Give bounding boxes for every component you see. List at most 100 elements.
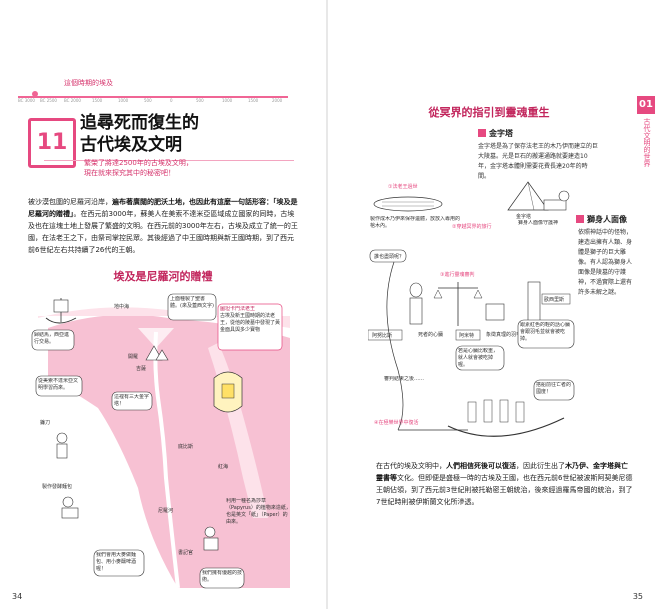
map-title: 埃及是尼羅河的贈禮	[113, 270, 213, 283]
square-bullet-icon	[478, 129, 486, 137]
label-bread: 製作發酵麵包	[42, 483, 72, 490]
osiris-figure-icon	[527, 281, 541, 323]
label-osiris: 歐西里斯	[544, 296, 564, 303]
timeline-tick: BC 3000	[18, 98, 35, 103]
bottom-text3: 文化。但即便是盛極一時的古埃及王國，也在西元前6世紀被波斯阿契美尼德王朝佔領，到…	[376, 474, 633, 506]
egypt-map: 地中海 開羅 吉薩 底比斯 尼羅河 紅海 歸結馬，西亞進行交易。 從美索	[28, 288, 300, 600]
chapter-lead-line2: 現在就來探究其中的秘密吧！	[84, 169, 175, 177]
bubble-boat: 搭船前往亡者的國度！	[533, 379, 575, 401]
body-p2: 。在西元前3000年，蘇美人在美索不達米亞區域成立國家的同時，古埃及也在這塊土地…	[28, 210, 298, 254]
timeline-tick: BC 2500	[40, 98, 57, 103]
pyramid-text: 金字塔是為了保存法老王的木乃伊而建立的巨大陵墓。光是巨石的搬運通路就要建造10年…	[478, 143, 599, 180]
label-ammit-box: 阿米特	[455, 329, 481, 341]
pyramid-label: 金字塔	[516, 213, 531, 220]
nile-river	[153, 331, 180, 589]
page-number-right: 35	[632, 592, 643, 601]
anubis-figure-icon	[409, 282, 423, 325]
body-p1: 被沙漠包圍的尼羅河沿岸，	[28, 198, 112, 206]
bubble-delta-note: 上面種製了聖書體。(來及蓋西文字)	[167, 293, 217, 321]
label-feather: 象徵真理的羽毛	[486, 331, 521, 338]
bubble-trade-text: 歸結馬，西亞進行交易。	[34, 332, 70, 345]
bubble-mesopotamia: 從美索不達米亞文明學習而來。	[35, 375, 83, 397]
label-heart: 死者的心臟	[418, 331, 443, 338]
timeline: 這個時期的埃及 BC 3000 BC 2500 BC 2000 1500 100…	[18, 79, 288, 103]
bubble-heart-heavy-text: 若是心臟比較重，就人就會被吃掉喔。	[458, 348, 499, 368]
chapter-title: 追尋死而復生的 古代埃及文明	[80, 112, 199, 156]
pyramid-heading: 金字塔	[478, 128, 513, 139]
label-thebes: 底比斯	[178, 443, 193, 450]
sphinx-label: 獅身人面像守護神	[518, 220, 559, 226]
bottom-bold1: 人們相信死後可以復活	[446, 462, 516, 470]
nile-delta	[138, 328, 174, 348]
step1-note: 製作成木乃伊來保存遺體，放放入專用的棺木內。	[370, 216, 460, 229]
timeline-tick: 500	[196, 98, 204, 103]
scale-icon	[433, 282, 483, 326]
papyrus-note-text: 利用一種名為莎草（Papyrus）的植物來造紙，也是英文「紙」（Paper）的由…	[226, 498, 291, 525]
timeline-tick: 1000	[118, 98, 129, 103]
bubble-heart-light-text: 跟素紅色的輕的話心臟會跟羽毛並就會被吃掉。	[520, 322, 571, 342]
step2-label: ②穿越冥界的旅行	[452, 223, 491, 230]
tutankhamun-name: 圖坦卡門法老王	[220, 306, 256, 312]
gutter	[326, 0, 328, 609]
question-bubble: 誰也盡頭呢？	[369, 249, 407, 263]
timeline-tick: 1500	[92, 98, 103, 103]
flow-arrow	[386, 261, 404, 431]
bubble-heart-light: 跟素紅色的輕的話心臟會跟羽毛並就會被吃掉。	[517, 319, 575, 349]
step3-label: ③進行靈魂審判	[440, 271, 474, 278]
chapter-number: 11	[28, 118, 76, 168]
boat-icon	[45, 298, 77, 324]
boat-icon	[447, 399, 565, 437]
divider	[44, 160, 294, 161]
page-number-left: 34	[12, 592, 23, 601]
bubble-boat-text: 搭船前往亡者的國度！	[536, 382, 572, 395]
farmer-figure-icon	[56, 432, 68, 459]
bubble-bread-beer: 我們會用大麥做麵包、用小麥釀啤酒喔！	[93, 549, 145, 577]
label-scribe: 書記官	[178, 549, 193, 556]
bubble-bread-beer-text: 我們會用大麥做麵包、用小麥釀啤酒喔！	[96, 552, 137, 572]
right-section-title: 從冥界的指引到靈魂重生	[428, 106, 550, 119]
label-sickle: 鐮刀	[40, 419, 50, 426]
chapter-tab-text: 古代文明的世界	[643, 118, 651, 167]
label-ammit: 阿米特	[459, 332, 474, 339]
right-page: 01 古代文明的世界 從冥界的指引到靈魂重生 金字塔 金字塔是為了保存法老王的木…	[328, 0, 655, 609]
step4-label: ④在極樂世界中復活	[374, 419, 418, 426]
land-area	[48, 314, 290, 588]
bottom-bold2: 木乃伊、金字塔與亡靈書等	[376, 462, 628, 482]
chapter-title-line2: 古代埃及文明	[80, 135, 182, 155]
bubble-technology: 我們擁有優越的技術。	[199, 567, 245, 589]
bottom-text1: 在古代的埃及文明中，	[376, 462, 446, 470]
label-nile: 尼羅河	[158, 507, 173, 514]
timeline-tick: 1000	[222, 98, 233, 103]
bubble-pyramids: 這裡有三大金字塔！	[111, 391, 153, 411]
papyrus-note: 利用一種名為莎草（Papyrus）的植物來造紙，也是英文「紙」（Paper）的由…	[226, 498, 291, 525]
timeline-line	[18, 96, 288, 98]
label-red-sea: 紅海	[218, 463, 228, 470]
scribe-figure-icon	[203, 526, 219, 551]
timeline-tick: 500	[144, 98, 152, 103]
left-body-text: 被沙漠包圍的尼羅河沿岸，遍布著廣闊的肥沃土地，也因此有這麼一句話形容：「埃及是尼…	[28, 196, 298, 256]
afterlife-diagram: 金字塔 獅身人面像守護神 ①法老王過世 製作成木乃伊來保存遺體，放放入專用的棺木…	[368, 181, 575, 437]
chapter-tab-number: 01	[637, 96, 655, 114]
question-text: 誰也盡頭呢？	[374, 253, 404, 260]
tutankhamun-mask-icon	[213, 371, 243, 413]
label-sea: 地中海	[114, 303, 129, 310]
timeline-tick: 0	[170, 98, 173, 103]
bubble-pyramids-text: 這裡有三大金字塔！	[114, 394, 150, 407]
body-p1-bold: 遍布著廣闊的肥沃土地，也因此有這麼一句話形容：「埃及是尼羅河的贈禮」	[28, 198, 298, 218]
label-cairo: 開羅	[128, 354, 138, 360]
sea-area	[38, 307, 290, 328]
label-anubis-box: 阿努比斯	[368, 329, 403, 341]
label-anubis: 阿努比斯	[372, 332, 392, 339]
sphinx-text: 依照神話中的怪物，建造出擁有人類、身體是獅子的巨大雕像。有人認為獅身人面像是陵墓…	[578, 229, 633, 296]
tutankhamun-note-text: 古埃及新王國時期的法老王，從他的陵墓中發現了黃金面具與多少寶物	[220, 313, 280, 333]
bubble-technology-text: 我們擁有優越的技術。	[202, 570, 242, 583]
bubble-mesopotamia-text: 從美索不達米亞文明學習而來。	[38, 378, 79, 391]
ammit-figure-icon	[485, 303, 505, 321]
chapter-title-line1: 追尋死而復生的	[80, 113, 199, 133]
chapter-lead-line1: 繁榮了將達2500年的古埃及文明，	[84, 159, 193, 167]
sphinx-heading: 獅身人面像	[576, 214, 627, 225]
mummy-icon	[373, 196, 443, 212]
timeline-title: 這個時期的埃及	[64, 79, 113, 87]
square-bullet-icon	[576, 215, 584, 223]
